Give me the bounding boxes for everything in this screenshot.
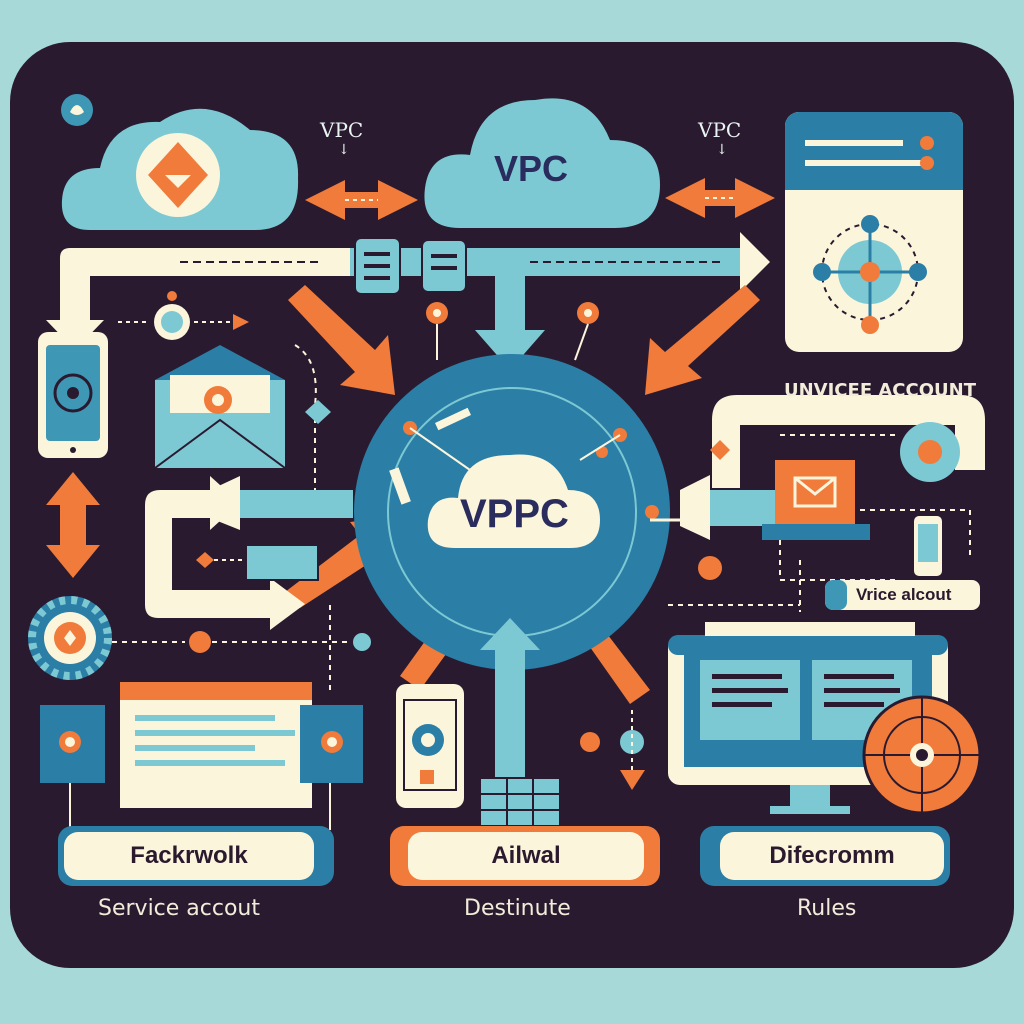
dashboard-window — [785, 112, 963, 352]
arrow-down-mark-right: ↓ — [716, 142, 728, 158]
server-rack — [479, 777, 561, 827]
box-label-difecromm: Difecromm — [720, 832, 944, 880]
gear-icon — [28, 596, 112, 680]
arrow-down-center — [475, 276, 545, 370]
mini-card-2 — [421, 239, 467, 293]
caption-service-account: Service accout — [98, 896, 261, 921]
cloud-top-title: VPC — [494, 148, 569, 189]
flow-bar-top — [46, 232, 770, 350]
flow-bar-left — [145, 476, 353, 630]
box-label-framework: Fackrwolk — [64, 832, 314, 880]
vpc-label-right: VPC — [698, 118, 742, 142]
vrice-account-label: Vrice alcout — [856, 585, 952, 604]
target-icon — [862, 695, 982, 815]
mini-card-1 — [354, 237, 401, 295]
phone-left — [38, 332, 108, 458]
service-account-area — [668, 395, 985, 612]
mini-window-left — [196, 530, 319, 581]
cloud-left — [61, 108, 299, 230]
service-account-title: UNVICEE ACCOUNT — [784, 380, 976, 401]
vpc-label-left: VPC — [320, 118, 364, 142]
box-label-ailwal: Ailwal — [408, 832, 644, 880]
center-cloud-title: VPPC — [460, 492, 569, 536]
vertical-double-arrow — [46, 472, 100, 578]
caption-rules: Rules — [797, 896, 857, 921]
arrow-up-center — [480, 618, 540, 800]
cloud-top-vpc — [424, 98, 660, 228]
center-vpc-hub — [354, 354, 670, 670]
arrow-down-mark-left: ↓ — [338, 142, 350, 158]
browser-window-left — [40, 682, 363, 830]
caption-destinute: Destinute — [464, 896, 571, 921]
pin-icon — [426, 302, 599, 361]
envelope-icon — [154, 345, 286, 469]
logo-icon — [61, 94, 93, 126]
chat-icon — [118, 291, 249, 340]
phone-bottom — [396, 684, 464, 808]
